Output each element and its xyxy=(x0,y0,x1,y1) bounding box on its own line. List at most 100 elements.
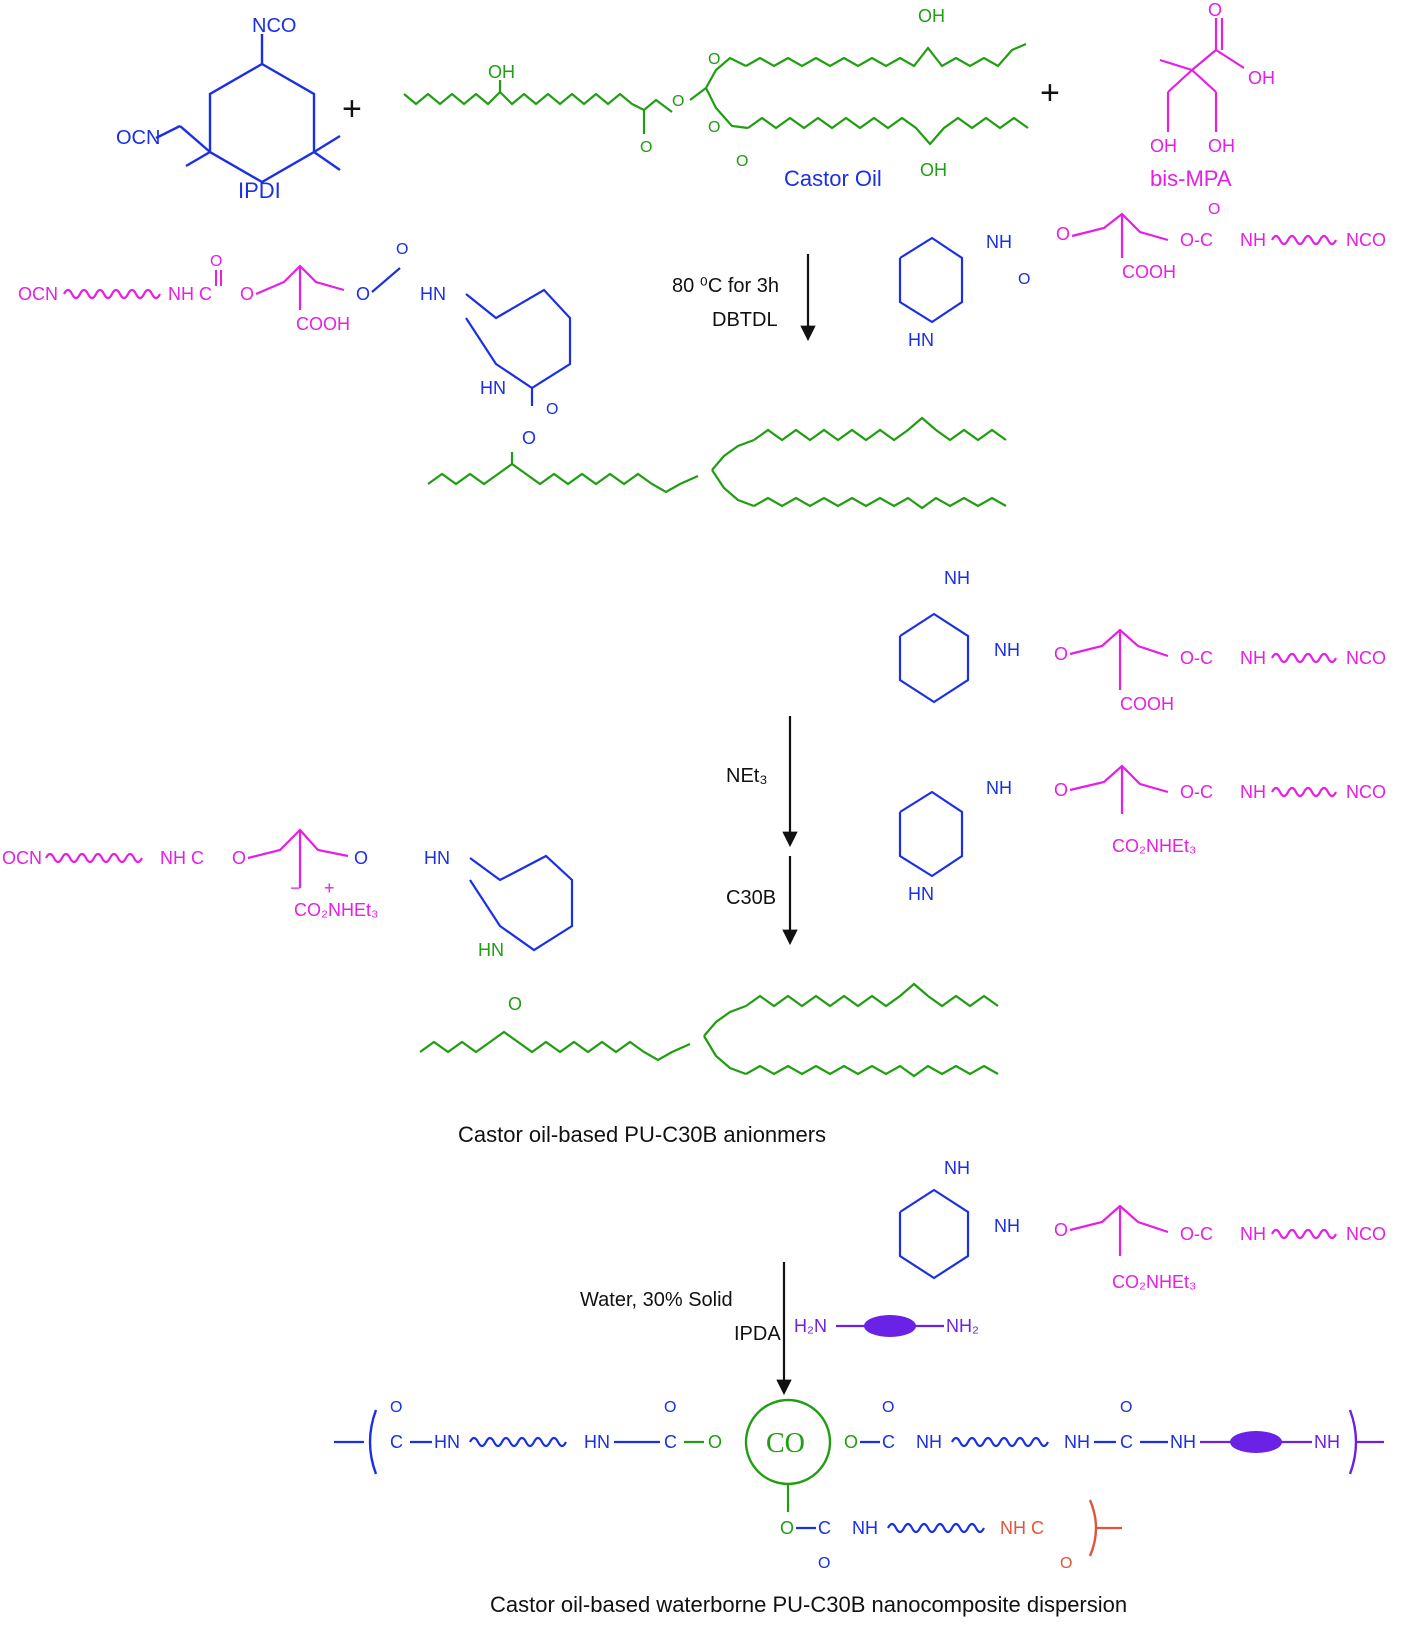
ipdi-ocn-label: OCN xyxy=(116,127,160,149)
anionomer-left-arm: OCN NH C O − + CO₂NHEt₃ O HN HN O xyxy=(2,828,574,1014)
right-bracket xyxy=(1348,1409,1358,1475)
urethane-o: O xyxy=(356,284,370,304)
step1-catalyst: DBTDL xyxy=(712,309,778,331)
anionomer-o: O xyxy=(232,848,246,868)
prepolymer-hn-2: HN xyxy=(480,378,506,398)
bismpa-name: bis-MPA xyxy=(1150,166,1232,191)
castor-oil-core-label: CO xyxy=(766,1428,805,1459)
prepolymer-nhc: NH C xyxy=(168,284,212,304)
right-top-hn: HN xyxy=(908,330,934,350)
anionomer-hn-2: HN xyxy=(478,940,504,960)
anionomer-rb-nh-3: NH xyxy=(1240,1224,1266,1244)
right-bottom-o: O xyxy=(1054,644,1068,664)
final-branch-nh: NH xyxy=(852,1518,878,1538)
castor-oil-structure xyxy=(403,42,1029,146)
final-o-5: O xyxy=(882,1399,894,1416)
right-top-carbonyl: O xyxy=(1208,201,1220,218)
anionomer-rt-oc: O-C xyxy=(1180,782,1213,802)
carbonyl-o: O xyxy=(210,253,222,270)
final-nh-4: NH xyxy=(1314,1432,1340,1452)
step1-temp: 80 ⁰C for 3h xyxy=(672,275,779,297)
right-top-nh-2: NH xyxy=(1240,230,1266,250)
prepolymer-right-bottom-arm: NH NH O COOH O-C NH NCO xyxy=(898,568,1386,714)
final-o-6: O xyxy=(1120,1399,1132,1416)
bismpa-structure xyxy=(1159,18,1245,132)
dispersion-label: Castor oil-based waterborne PU-C30B nano… xyxy=(490,1592,1127,1617)
final-nh-1: NH xyxy=(916,1432,942,1452)
anionomer-right-top-arm: NH O CO₂NHEt₃ O-C NH NCO HN xyxy=(898,764,1386,904)
anionomer-rb-nh: NH xyxy=(944,1158,970,1178)
anionomer-rb-nh-2: NH xyxy=(994,1216,1020,1236)
anionomer-rb-o: O xyxy=(1054,1220,1068,1240)
final-branch-c: C xyxy=(818,1518,831,1538)
right-top-oc: O-C xyxy=(1180,230,1213,250)
anionomer-rb-salt: CO₂NHEt₃ xyxy=(1112,1272,1196,1292)
right-bottom-cooh: COOH xyxy=(1120,694,1174,714)
final-o-2: O xyxy=(664,1399,676,1416)
ester-o: O xyxy=(240,284,254,304)
ipdi-nco-label: NCO xyxy=(252,15,296,37)
final-c-4: C xyxy=(1120,1432,1133,1452)
ipda-core-in-chain xyxy=(1230,1431,1282,1453)
ipda-h2n: H₂N xyxy=(794,1316,827,1336)
ipdi-structure xyxy=(155,34,341,184)
anionomer-rt-o: O xyxy=(1054,780,1068,800)
right-bottom-oc: O-C xyxy=(1180,648,1213,668)
right-bottom-nco: NCO xyxy=(1346,648,1386,668)
anionomer-urethane-o: O xyxy=(354,848,368,868)
ipda-nh2: NH₂ xyxy=(946,1316,979,1336)
castor-o-5: O xyxy=(736,153,748,170)
anionomer-rt-nh-2: NH xyxy=(1240,782,1266,802)
final-hn-1: HN xyxy=(434,1432,460,1452)
anionomer-castor-core xyxy=(419,982,999,1078)
plus-sign-2: + xyxy=(1040,74,1060,112)
final-branch-carbonyl: O xyxy=(818,1555,830,1572)
anionomer-rt-nh: NH xyxy=(986,778,1012,798)
urethane-carbonyl-o: O xyxy=(396,241,408,258)
castor-o-1: O xyxy=(640,139,652,156)
ipda-structure: H₂N NH₂ xyxy=(794,1315,979,1337)
castor-o-4: O xyxy=(708,119,720,136)
final-c-3: C xyxy=(882,1432,895,1452)
final-branch-nhc: NH C xyxy=(1000,1518,1044,1538)
anionomer-hn: HN xyxy=(424,848,450,868)
step4-medium: Water, 30% Solid xyxy=(580,1289,733,1311)
castor-o-3: O xyxy=(708,51,720,68)
castor-o-2: O xyxy=(672,93,684,110)
ipda-core-shape xyxy=(864,1315,916,1337)
step2-neutralizer: NEt₃ xyxy=(726,765,767,787)
bismpa-o: O xyxy=(1208,0,1222,20)
right-top-o-a: O xyxy=(1018,271,1030,288)
prepolymer-right-top-arm: HN NH O O COOH O-C O NH NCO xyxy=(898,201,1386,350)
right-top-cooh: COOH xyxy=(1122,262,1176,282)
anionomer-label: Castor oil-based PU-C30B anionmers xyxy=(458,1122,826,1147)
anionomer-rt-nco: NCO xyxy=(1346,782,1386,802)
castor-oil-name: Castor Oil xyxy=(784,166,882,191)
final-o-4: O xyxy=(844,1432,858,1452)
step4-extender: IPDA xyxy=(734,1323,781,1345)
anionomer-plus: + xyxy=(324,878,335,898)
castor-oh-bottom: OH xyxy=(920,160,947,180)
prepolymer-hn: HN xyxy=(420,284,446,304)
anionomer-salt: CO₂NHEt₃ xyxy=(294,900,378,920)
urethane-o-2: O xyxy=(522,428,536,448)
prepolymer-cooh: COOH xyxy=(296,314,350,334)
left-bracket xyxy=(368,1409,378,1475)
urethane-carbonyl-o-2: O xyxy=(546,401,558,418)
bismpa-oh-right: OH xyxy=(1208,136,1235,156)
bismpa-oh-acid: OH xyxy=(1248,68,1275,88)
final-hn-2: HN xyxy=(584,1432,610,1452)
anionomer-right-bottom-arm: NH NH O CO₂NHEt₃ O-C NH NCO xyxy=(898,1158,1386,1292)
final-polymer: C O HN HN C O O CO O C O NH NH C O NH NH… xyxy=(334,1398,1384,1572)
final-branch-o: O xyxy=(780,1518,794,1538)
bismpa-oh-left: OH xyxy=(1150,136,1177,156)
final-o-1: O xyxy=(390,1399,402,1416)
final-o-3: O xyxy=(708,1432,722,1452)
right-bottom-nh-3: NH xyxy=(1240,648,1266,668)
anionomer-o-2: O xyxy=(508,994,522,1014)
anionomer-rt-salt: CO₂NHEt₃ xyxy=(1112,836,1196,856)
step3-clay: C30B xyxy=(726,887,776,909)
right-top-o-b: O xyxy=(1056,224,1070,244)
right-top-nco: NCO xyxy=(1346,230,1386,250)
